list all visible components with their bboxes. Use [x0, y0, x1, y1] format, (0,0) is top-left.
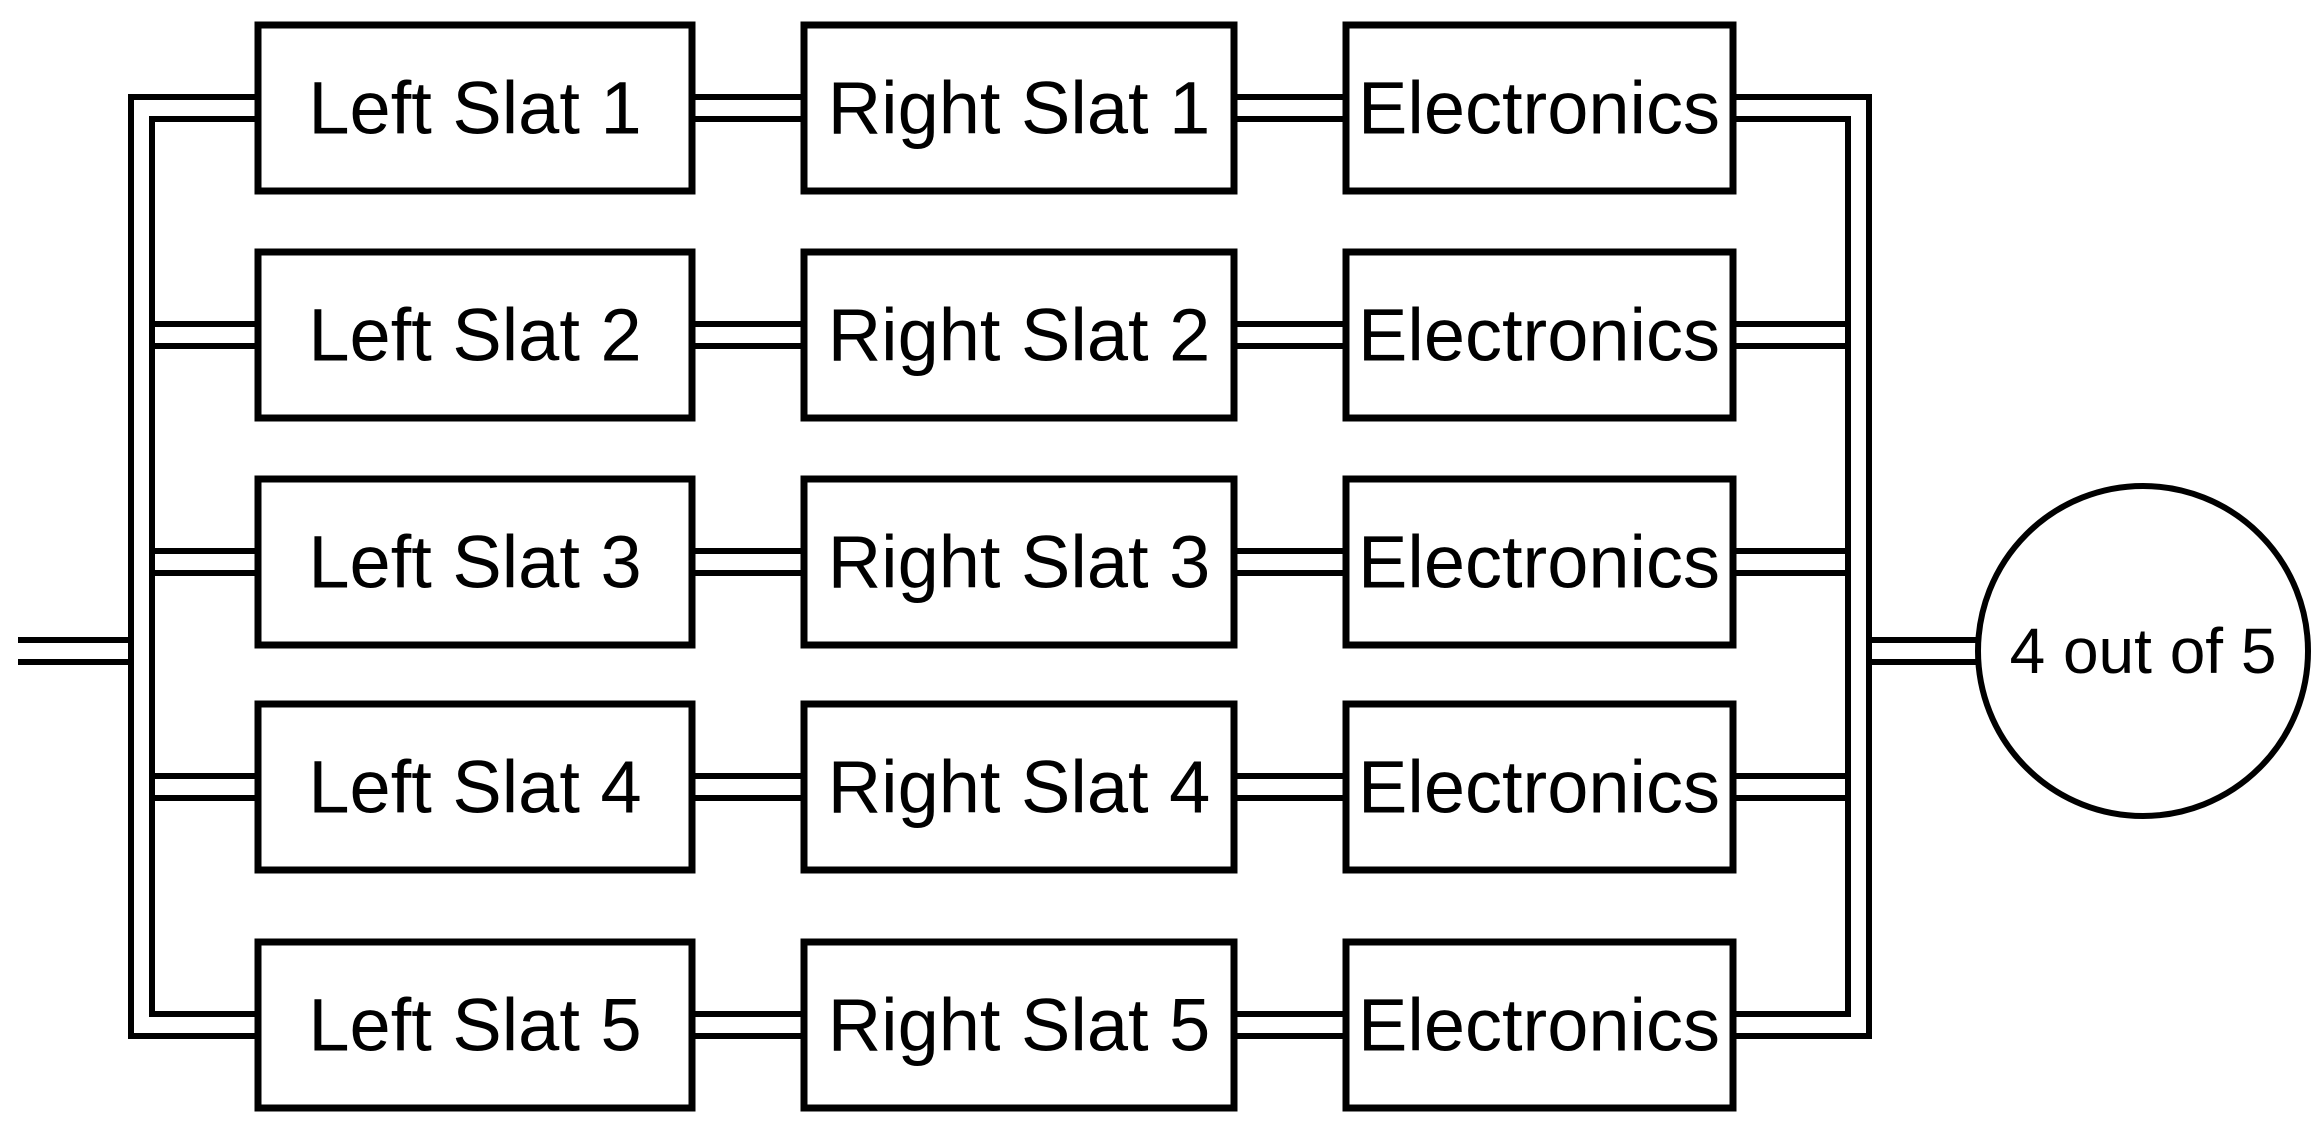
bus-left-outer-rail — [128, 94, 258, 1039]
edge-left-slat-2-right-slat-2 — [692, 321, 804, 349]
connector-edges — [18, 94, 1978, 1039]
node-left-slat-2 — [254, 248, 696, 422]
right-slat-4-label: Right Slat 4 — [828, 746, 1211, 829]
node-right-slat-4 — [800, 700, 1238, 874]
edge-right-slat-1-electronics-1 — [1234, 94, 1346, 122]
electronics-5-label: Electronics — [1358, 984, 1720, 1067]
node-left-slat-1 — [254, 21, 696, 195]
left-slat-1-label: Left Slat 1 — [308, 67, 641, 150]
node-electronics-2 — [1342, 248, 1737, 422]
bus-right-inner-rail — [1733, 116, 1851, 1017]
left-slat-3-label: Left Slat 3 — [308, 521, 641, 604]
right-slat-1-label: Right Slat 1 — [828, 67, 1211, 150]
bus-left-inner-rail — [149, 116, 258, 1017]
electronics-4-label: Electronics — [1358, 746, 1720, 829]
edge-left-slat-1-right-slat-1 — [692, 94, 804, 122]
edge-bus-voter — [1869, 637, 1978, 665]
node-left-slat-3 — [254, 475, 696, 649]
node-right-slat-2 — [800, 248, 1238, 422]
edge-right-slat-5-electronics-5 — [1234, 1011, 1346, 1039]
edge-bus-left-slat-4 — [152, 773, 258, 801]
node-shapes — [254, 21, 2311, 1112]
edge-electronics-3-bus — [1733, 548, 1848, 576]
left-slat-2-label: Left Slat 2 — [308, 294, 641, 377]
node-left-slat-4 — [254, 700, 696, 874]
edge-left-slat-5-right-slat-5 — [692, 1011, 804, 1039]
electronics-2-label: Electronics — [1358, 294, 1720, 377]
edge-right-slat-4-electronics-4 — [1234, 773, 1346, 801]
right-slat-5-label: Right Slat 5 — [828, 984, 1211, 1067]
node-electronics-3 — [1342, 475, 1737, 649]
voter-label: 4 out of 5 — [2010, 615, 2277, 687]
edge-left-slat-4-right-slat-4 — [692, 773, 804, 801]
node-left-slat-5 — [254, 938, 696, 1112]
node-labels: Left Slat 1 Left Slat 2 Left Slat 3 Left… — [308, 67, 2276, 1067]
edge-right-slat-3-electronics-3 — [1234, 548, 1346, 576]
edge-electronics-2-bus — [1733, 321, 1848, 349]
edge-right-slat-2-electronics-2 — [1234, 321, 1346, 349]
right-slat-3-label: Right Slat 3 — [828, 521, 1211, 604]
edge-system-input — [18, 637, 131, 665]
right-slat-2-label: Right Slat 2 — [828, 294, 1211, 377]
edge-bus-left-slat-2 — [152, 321, 258, 349]
left-slat-5-label: Left Slat 5 — [308, 984, 641, 1067]
edge-bus-left-slat-3 — [152, 548, 258, 576]
left-slat-4-label: Left Slat 4 — [308, 746, 641, 829]
node-electronics-5 — [1342, 938, 1737, 1112]
node-electronics-4 — [1342, 700, 1737, 874]
node-right-slat-3 — [800, 475, 1238, 649]
node-voter-circle — [1975, 483, 2311, 819]
node-electronics-1 — [1342, 21, 1737, 195]
node-right-slat-1 — [800, 21, 1238, 195]
edge-electronics-4-bus — [1733, 773, 1848, 801]
node-right-slat-5 — [800, 938, 1238, 1112]
electronics-3-label: Electronics — [1358, 521, 1720, 604]
electronics-1-label: Electronics — [1358, 67, 1720, 150]
bus-right-outer-rail — [1733, 94, 1872, 1039]
edge-left-slat-3-right-slat-3 — [692, 548, 804, 576]
